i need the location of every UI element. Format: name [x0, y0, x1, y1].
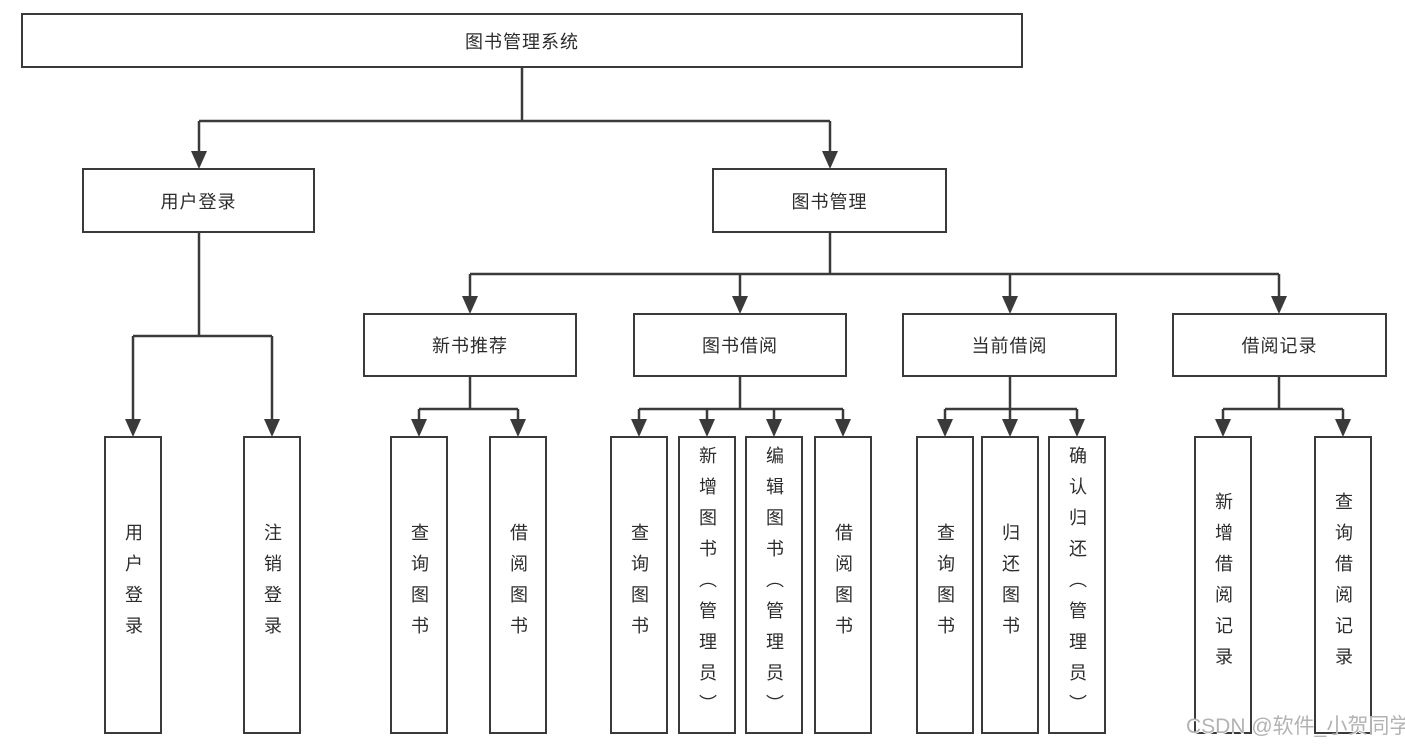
leaf-return-books: 归还图书: [981, 436, 1039, 734]
leaf-query-books-borrow-label: 查询图书: [629, 523, 649, 647]
leaf-confirm-return-admin: 确认归还（管理员）: [1048, 436, 1106, 734]
node-borrowing-records: 借阅记录: [1172, 313, 1387, 377]
leaf-confirm-return-admin-label: 确认归还（管理员）: [1067, 445, 1087, 725]
node-user-login: 用户登录: [82, 168, 315, 233]
leaf-edit-books-admin: 编辑图书（管理员）: [745, 436, 803, 734]
connector-book-management-branch: [468, 233, 1281, 297]
leaf-borrow-books-recommend: 借阅图书: [489, 436, 547, 734]
leaf-add-borrow-record: 新增借阅记录: [1194, 436, 1252, 734]
leaf-query-books-borrow: 查询图书: [610, 436, 668, 734]
branch-lines: [131, 68, 1345, 420]
arrow-down-icons: [125, 151, 1351, 437]
connector-recommend-branch: [417, 377, 520, 420]
leaf-add-books-admin: 新增图书（管理员）: [678, 436, 736, 734]
connector-borrow-branch: [637, 377, 845, 420]
leaf-user-login: 用户登录: [104, 436, 162, 734]
leaf-return-books-label: 归还图书: [1000, 523, 1020, 647]
leaf-add-books-admin-label: 新增图书（管理员）: [697, 445, 717, 725]
leaf-query-books-current-label: 查询图书: [935, 523, 955, 647]
leaf-edit-books-admin-label: 编辑图书（管理员）: [764, 445, 784, 725]
node-current-borrowing-label: 当前借阅: [971, 336, 1048, 356]
node-new-book-recommendation-label: 新书推荐: [432, 336, 508, 356]
leaf-query-books-recommend-label: 查询图书: [409, 523, 429, 647]
leaf-query-borrow-record-label: 查询借阅记录: [1333, 492, 1353, 678]
node-user-login-label: 用户登录: [160, 191, 237, 212]
node-new-book-recommendation: 新书推荐: [363, 313, 577, 377]
node-library-system: 图书管理系统: [21, 13, 1023, 68]
node-book-management: 图书管理: [712, 168, 947, 233]
node-book-borrowing: 图书借阅: [633, 313, 847, 377]
connector-current-branch: [943, 377, 1079, 420]
leaf-query-books-current: 查询图书: [916, 436, 974, 734]
node-book-borrowing-label: 图书借阅: [702, 336, 778, 356]
leaf-borrow-books-label: 借阅图书: [833, 523, 853, 647]
leaf-user-login-label: 用户登录: [123, 523, 143, 647]
connector-root-to-level2: [197, 68, 832, 152]
connector-records-branch: [1221, 377, 1345, 420]
leaf-query-books-recommend: 查询图书: [390, 436, 448, 734]
node-current-borrowing: 当前借阅: [902, 313, 1117, 377]
leaf-borrow-books: 借阅图书: [814, 436, 872, 734]
connector-user-login-branch: [131, 233, 274, 420]
leaf-logout-label: 注销登录: [262, 523, 282, 647]
node-library-system-label: 图书管理系统: [465, 31, 579, 52]
leaf-query-borrow-record: 查询借阅记录: [1314, 436, 1372, 734]
watermark-text: CSDN @软件_小贺同学: [1186, 715, 1405, 738]
node-book-management-label: 图书管理: [791, 191, 868, 212]
leaf-add-borrow-record-label: 新增借阅记录: [1213, 492, 1233, 678]
leaf-borrow-books-recommend-label: 借阅图书: [508, 523, 528, 647]
leaf-logout: 注销登录: [243, 436, 301, 734]
node-borrowing-records-label: 借阅记录: [1241, 336, 1318, 356]
